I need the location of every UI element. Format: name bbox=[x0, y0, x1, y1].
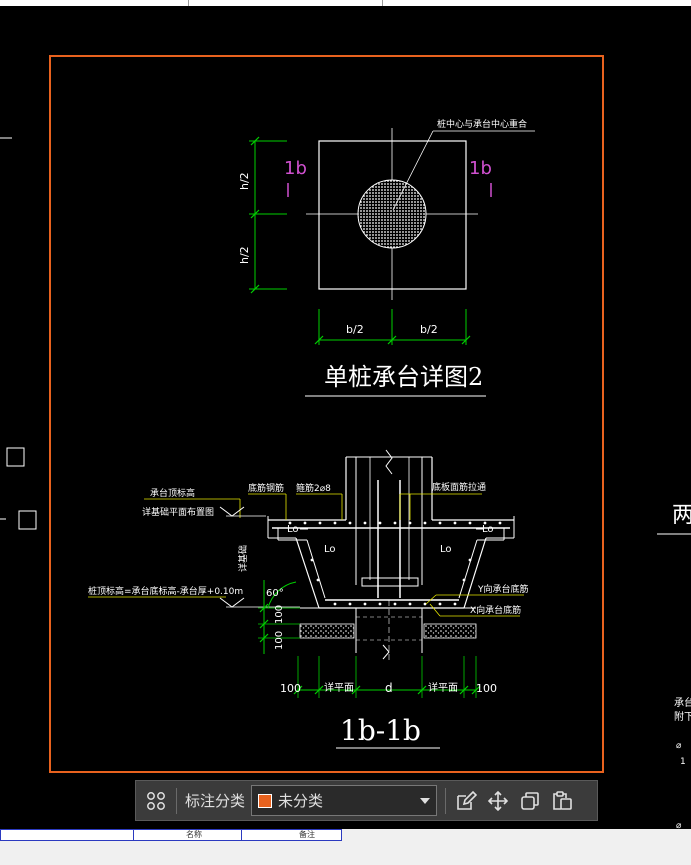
note-slope: 详基础 bbox=[237, 545, 249, 572]
move-icon[interactable] bbox=[482, 785, 514, 817]
svg-text:⌀: ⌀ bbox=[676, 821, 682, 829]
chevron-down-icon bbox=[420, 797, 431, 804]
plan-note: 桩中心与承台中心重合 bbox=[437, 118, 527, 130]
side-text-right: 两 bbox=[672, 503, 691, 528]
copy-icon[interactable] bbox=[514, 785, 546, 817]
bottom-table-header: 名称 备注 bbox=[0, 829, 342, 841]
classification-label: 标注分类 bbox=[185, 792, 246, 810]
table-divider bbox=[133, 830, 134, 840]
plan-view: 桩中心与承台中心重合 1b 1b h/2 h/2 b/2 b/2 单桩承台详图2 bbox=[238, 118, 535, 397]
section-mark-left: 1b bbox=[284, 158, 307, 179]
edit-icon[interactable] bbox=[450, 785, 482, 817]
section-mark-right: 1b bbox=[469, 158, 492, 179]
dim-bot-detail-l: 详平面 bbox=[324, 681, 354, 694]
note-mesh: 底板面筋拉通 bbox=[432, 481, 486, 493]
section-view: Lo Lo Lo Lo 承台顶标高 详基础平面布置图 底筋钢筋 箍筋2⌀8 底板… bbox=[88, 449, 529, 749]
svg-text:⌀: ⌀ bbox=[676, 741, 682, 751]
svg-text:1: 1 bbox=[680, 757, 686, 767]
dim-bot-detail-r: 详平面 bbox=[428, 681, 458, 694]
dim-h2-bottom: h/2 bbox=[238, 246, 251, 264]
checkbox-shape bbox=[18, 510, 37, 530]
dim-bot-100-r: 100 bbox=[476, 682, 497, 695]
pile-cap-outline bbox=[318, 140, 467, 290]
dim-bot-d: d bbox=[385, 681, 393, 695]
note-x-bar: X向承台底筋 bbox=[470, 604, 521, 616]
classification-value: 未分类 bbox=[278, 792, 324, 810]
side-note-2: 附下 bbox=[674, 710, 691, 723]
dim-100-b: 100 bbox=[274, 631, 285, 650]
section-title: 1b-1b bbox=[340, 714, 421, 747]
lo-label: Lo bbox=[482, 524, 494, 535]
note-pile-top: 桩顶标高=承台底标高-承台厚+0.10m bbox=[88, 585, 243, 597]
paste-icon[interactable] bbox=[546, 785, 578, 817]
note-y-bar: Y向承台底筋 bbox=[477, 583, 529, 595]
dim-bot-100-l: 100 bbox=[280, 682, 301, 695]
note-cap-top-1: 承台顶标高 bbox=[150, 487, 195, 499]
toolbar-divider bbox=[445, 787, 447, 814]
note-bottom-bar: 底筋钢筋 bbox=[248, 482, 284, 494]
color-swatch bbox=[258, 793, 273, 808]
classification-select[interactable]: 未分类 bbox=[251, 785, 438, 816]
annotation-toolbar: 标注分类 未分类 bbox=[135, 780, 598, 821]
table-col-name: 名称 bbox=[186, 830, 202, 839]
drawing-canvas[interactable]: 两 承台 附下 ⌀ 1 ⌀ 桩中心与承台中心重合 bbox=[0, 6, 691, 829]
left-edge-fragments bbox=[0, 137, 37, 530]
table-divider bbox=[241, 830, 242, 840]
top-strip-divider bbox=[382, 0, 383, 6]
table-col-remark: 备注 bbox=[299, 830, 315, 839]
plan-title: 单桩承台详图2 bbox=[324, 363, 483, 391]
checkbox-shape bbox=[6, 447, 25, 467]
dim-h2-top: h/2 bbox=[238, 172, 251, 190]
side-note-1: 承台 bbox=[674, 696, 691, 709]
lo-label: Lo bbox=[440, 544, 452, 555]
pile-circle bbox=[357, 179, 427, 249]
angle-label: 60° bbox=[266, 588, 284, 599]
dim-100-a: 100 bbox=[274, 605, 285, 624]
selection-frame[interactable] bbox=[49, 55, 604, 773]
top-strip bbox=[0, 0, 691, 6]
right-edge-fragments: 两 承台 附下 ⌀ 1 ⌀ bbox=[657, 503, 691, 829]
top-strip-divider bbox=[188, 0, 189, 6]
toolbar-divider bbox=[176, 787, 177, 814]
lo-label: Lo bbox=[287, 524, 299, 535]
grid-icon[interactable] bbox=[140, 785, 172, 817]
note-cap-top-2: 详基础平面布置图 bbox=[142, 506, 214, 518]
dim-b2-right: b/2 bbox=[420, 323, 438, 336]
note-stirrup: 箍筋2⌀8 bbox=[296, 482, 331, 494]
lo-label: Lo bbox=[324, 544, 336, 555]
dim-b2-left: b/2 bbox=[346, 323, 364, 336]
